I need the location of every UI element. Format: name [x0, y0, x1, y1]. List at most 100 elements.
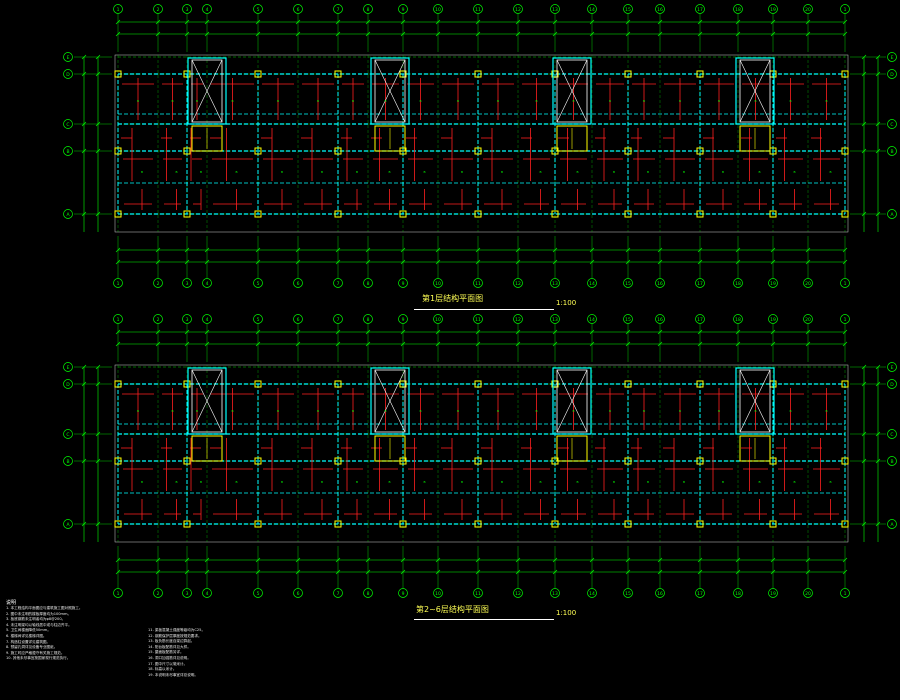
bay-label: B: [141, 480, 143, 484]
axis-bubble-label: A: [66, 212, 70, 218]
axis-bubble: [840, 278, 850, 288]
column: [696, 380, 704, 388]
bay-label: B: [789, 99, 791, 103]
dimension-tick: [184, 557, 190, 563]
stair-core: [191, 59, 223, 123]
plan-title-2: 第2~6层结构平面图: [416, 605, 489, 614]
axis-bubble: [473, 588, 483, 598]
stair-landing: [191, 435, 223, 462]
dimension-tick: [95, 521, 101, 527]
axis-bubble: [63, 456, 73, 466]
bay-label: B: [754, 409, 756, 413]
axis-bubble-label: 18: [735, 7, 741, 13]
dimension-tick: [255, 569, 261, 575]
axis-bubble-label: 20: [805, 7, 811, 13]
stair-landing: [556, 435, 588, 462]
column: [254, 70, 262, 78]
dimension-tick: [475, 247, 481, 253]
dimension-tick: [184, 341, 190, 347]
bay-label: B: [419, 99, 421, 103]
dimension-tick: [435, 19, 441, 25]
axis-bubble: [433, 314, 443, 324]
axis-bubble: [733, 314, 743, 324]
dimension-tick: [589, 329, 595, 335]
dimension-tick: [365, 31, 371, 37]
axis-bubble-label: 2: [157, 591, 160, 597]
dimension-tick: [861, 458, 867, 464]
axis-bubble-label: 15: [625, 281, 631, 287]
bay-label: B: [609, 409, 611, 413]
dimension-tick: [861, 71, 867, 77]
dimension-tick: [184, 329, 190, 335]
dimension-tick: [875, 148, 881, 154]
dimension-tick: [861, 521, 867, 527]
bay-label: B: [281, 480, 283, 484]
axis-bubble-label: 17: [697, 281, 703, 287]
axis-bubble-label: A: [890, 522, 894, 528]
bay-label: B: [281, 170, 283, 174]
axis-bubble-label: 3: [186, 281, 189, 287]
stair-beam: [552, 367, 592, 435]
dimension-tick: [365, 341, 371, 347]
stair-landing: [191, 125, 223, 152]
dimension-tick: [475, 19, 481, 25]
axis-bubble-label: 14: [589, 317, 595, 323]
axis-bubble-label: 8: [367, 7, 370, 13]
notes-heading: 说明: [6, 600, 17, 606]
dimension-tick: [625, 259, 631, 265]
axis-bubble: [433, 588, 443, 598]
axis-bubble: [363, 4, 373, 14]
bay-label: B: [535, 409, 537, 413]
dimension-tick: [475, 259, 481, 265]
axis-bubble: [887, 52, 897, 62]
axis-bubble: [623, 4, 633, 14]
dimension-tick: [552, 329, 558, 335]
dimension-tick: [81, 521, 87, 527]
dimension-tick: [589, 341, 595, 347]
column: [183, 70, 191, 78]
axis-bubble: [293, 4, 303, 14]
note-line: 14. 阳台板配筋详见大样。: [148, 644, 191, 649]
axis-bubble: [803, 4, 813, 14]
note-line: 13. 板负筋长度自梁边算起。: [148, 639, 195, 644]
note-line: 9. 施工时应严格遵守有关施工规范。: [6, 650, 65, 655]
dimension-tick: [842, 329, 848, 335]
dimension-tick: [515, 341, 521, 347]
axis-bubble: [113, 314, 123, 324]
dimension-tick: [435, 557, 441, 563]
bay-label: B: [647, 480, 649, 484]
stair-cross: [556, 59, 588, 123]
axis-bubble-label: 1: [117, 591, 120, 597]
stair-cross: [191, 59, 223, 123]
bay-label: B: [497, 99, 499, 103]
axis-bubble: [887, 362, 897, 372]
axis-bubble-label: 17: [697, 7, 703, 13]
bay-label: B: [235, 480, 237, 484]
column: [624, 210, 632, 218]
note-line: 1. 本工程结构平面图应与建筑施工图对照施工。: [6, 606, 83, 610]
axis-bubble: [840, 4, 850, 14]
column: [474, 380, 482, 388]
dimension-tick: [805, 341, 811, 347]
dimension-tick: [552, 569, 558, 575]
axis-bubble-label: C: [890, 432, 893, 438]
dimension-tick: [400, 341, 406, 347]
stair-beam: [187, 367, 227, 435]
dimension-tick: [770, 557, 776, 563]
column: [769, 210, 777, 218]
dimension-tick: [95, 364, 101, 370]
dimension-tick: [842, 557, 848, 563]
axis-bubble: [398, 588, 408, 598]
axis-bubble-label: 1: [844, 317, 847, 323]
bay-label: B: [171, 409, 173, 413]
bay-label: B: [137, 409, 139, 413]
axis-bubble: [803, 588, 813, 598]
axis-bubble-label: 18: [735, 317, 741, 323]
dimension-tick: [155, 557, 161, 563]
axis-bubble-label: 14: [589, 591, 595, 597]
column: [114, 210, 122, 218]
dimension-tick: [515, 259, 521, 265]
stair-landing: [374, 435, 406, 462]
dimension-tick: [335, 341, 341, 347]
dimension-tick: [552, 31, 558, 37]
